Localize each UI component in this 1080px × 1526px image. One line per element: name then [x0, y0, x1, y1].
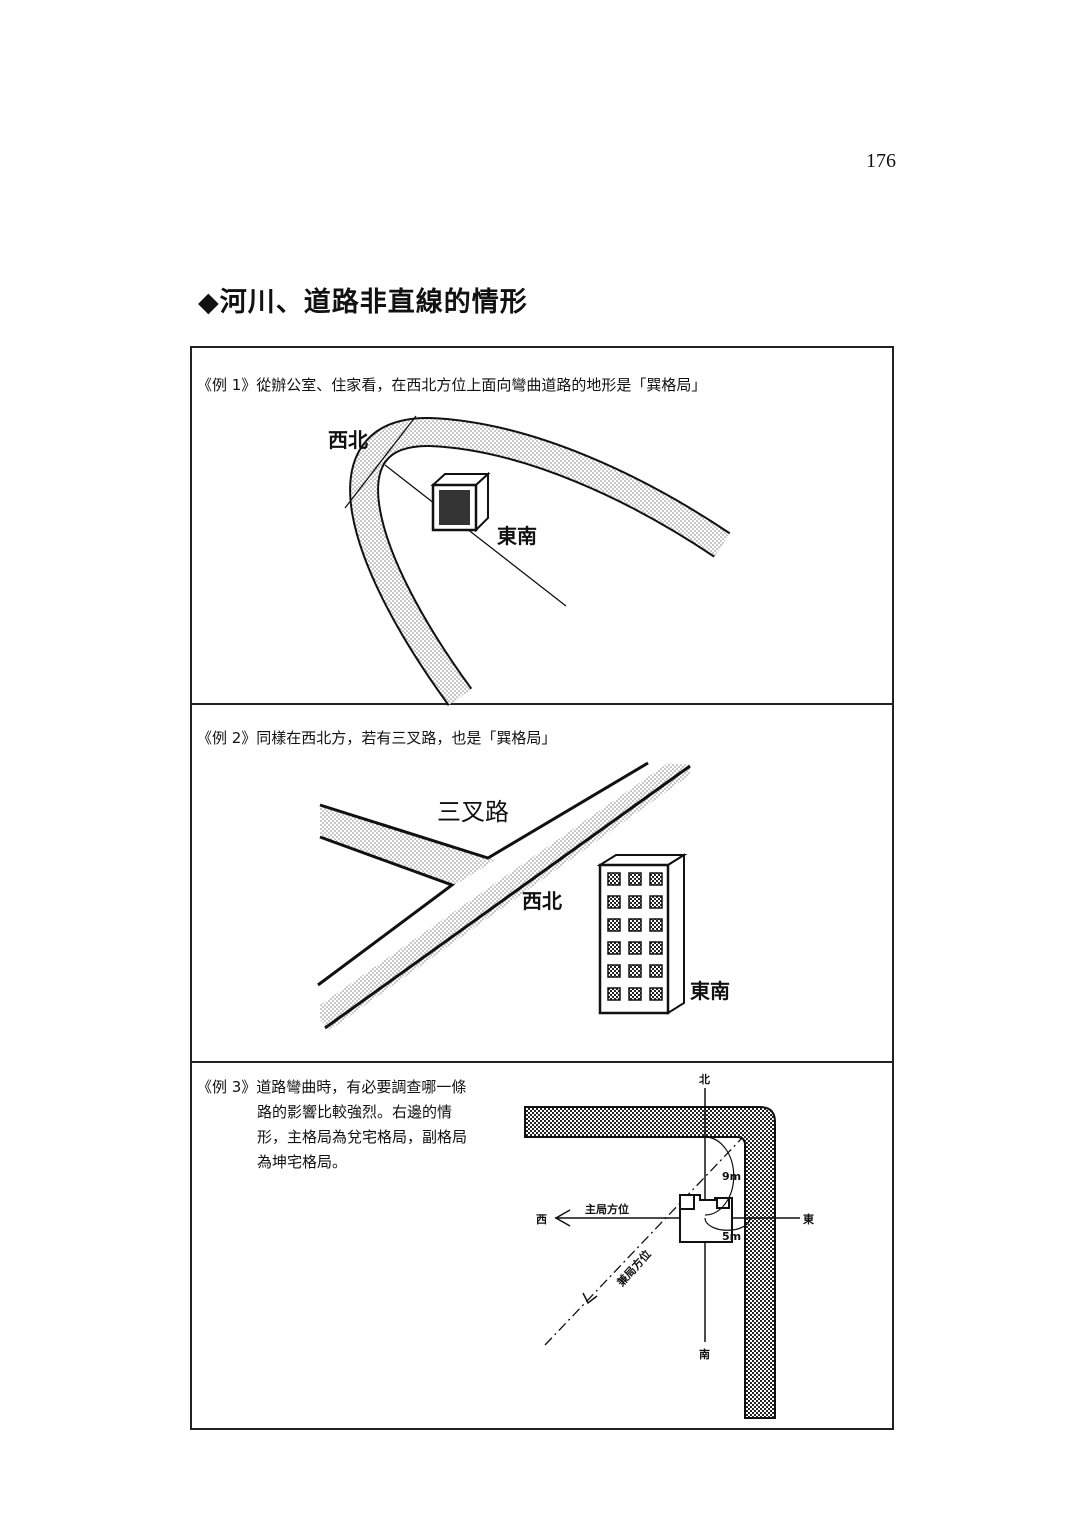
junction-road [317, 761, 691, 1030]
house-plan [679, 1136, 751, 1243]
building-icon [430, 471, 491, 533]
distance-5m-label: 5m [722, 1230, 741, 1243]
caption-line: 路的影響比較強烈。右邊的情 [257, 1103, 453, 1121]
example-3-caption: 《例 3》道路彎曲時，有必要調查哪一條 路的影響比較強烈。右邊的情 形，主格局為… [197, 1075, 527, 1175]
south-label: 南 [699, 1347, 710, 1361]
southeast-label: 東南 [497, 524, 537, 548]
tangent-line [344, 415, 417, 509]
junction-label: 三叉路 [437, 798, 509, 826]
example-2-caption: 《例 2》同樣在西北方，若有三叉路，也是「巽格局」 [197, 729, 557, 747]
northwest-label: 西北 [328, 428, 368, 452]
arrow-southwest-icon [582, 1292, 598, 1305]
page-number: 176 [866, 150, 896, 172]
arrow-west-icon [554, 1209, 571, 1227]
caption-line: 為坤宅格局。 [257, 1153, 348, 1171]
secondary-direction-line [544, 1137, 743, 1346]
north-label: 北 [699, 1072, 710, 1086]
caption-line: 《例 3》道路彎曲時，有必要調查哪一條 [197, 1078, 467, 1096]
southeast-label: 東南 [690, 979, 730, 1003]
northwest-label: 西北 [522, 889, 562, 913]
section-title: ◆河川、道路非直線的情形 [198, 287, 528, 318]
east-label: 東 [803, 1212, 815, 1226]
secondary-direction-label: 兼局方位 [614, 1247, 654, 1289]
caption-line: 形，主格局為兌宅格局，副格局 [257, 1128, 468, 1146]
divider [190, 1061, 892, 1063]
building-icon [596, 853, 688, 1015]
main-direction-label: 主局方位 [585, 1202, 629, 1216]
distance-9m-label: 9m [722, 1170, 741, 1183]
curved-road [349, 416, 731, 706]
example-1-caption: 《例 1》從辦公室、住家看，在西北方位上面向彎曲道路的地形是「巽格局」 [197, 376, 707, 394]
direction-line [384, 464, 567, 607]
west-label: 西 [536, 1213, 547, 1226]
divider [190, 703, 892, 705]
l-shaped-road [524, 1106, 776, 1419]
examples-frame [190, 346, 894, 1430]
